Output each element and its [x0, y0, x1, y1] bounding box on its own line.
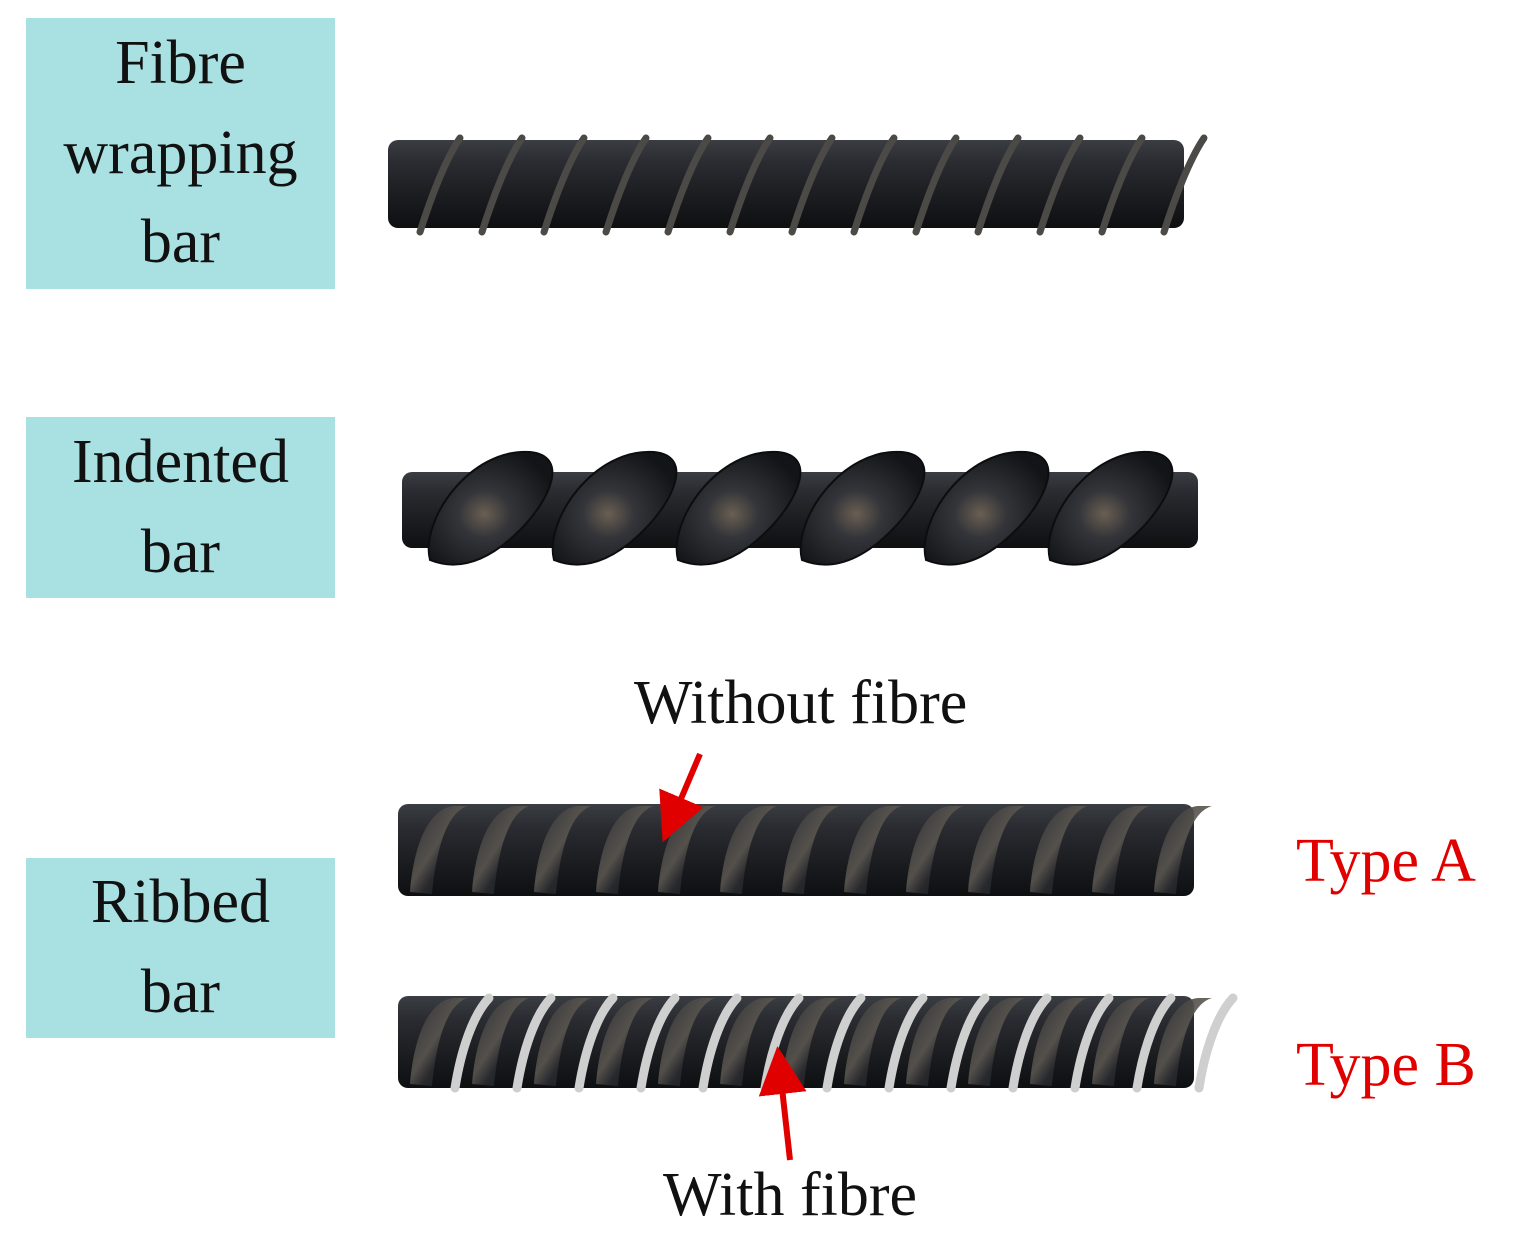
label-line: Indented	[72, 427, 289, 496]
helix-turn	[912, 134, 960, 236]
rib	[1154, 806, 1212, 894]
rib	[906, 998, 964, 1086]
label-line: bar	[140, 208, 221, 277]
indent-lobe	[427, 450, 554, 566]
helix-turn	[1036, 134, 1084, 236]
label-line: Ribbed	[90, 868, 271, 937]
ribbed-bar-label: Ribbed bar	[26, 858, 335, 1038]
rib	[844, 806, 902, 894]
helix-turn	[416, 134, 464, 236]
indented-lobes	[427, 450, 1174, 566]
fibre-wrapping-bar-label: Fibre wrapping bar	[26, 18, 335, 289]
fibre-turn	[450, 993, 494, 1093]
fibre-turn	[1008, 993, 1052, 1093]
fibre-wrapping-bar	[388, 134, 1208, 236]
rib	[410, 998, 468, 1086]
rib	[1092, 806, 1150, 894]
label-line: Fibre	[115, 28, 246, 97]
rib	[534, 806, 592, 894]
rib	[968, 806, 1026, 894]
indented-bar	[402, 450, 1198, 566]
rib	[472, 998, 530, 1086]
label-line: bar	[140, 517, 221, 586]
rib	[720, 998, 778, 1086]
rib	[720, 806, 778, 894]
ribbed-bar-type-a	[398, 804, 1212, 896]
type-b-label: Type B	[1296, 1031, 1476, 1099]
indent-lobe	[799, 450, 926, 566]
indent-lobe	[923, 450, 1050, 566]
ribbed-bar-ribs	[410, 998, 1212, 1086]
rib	[596, 998, 654, 1086]
rib	[906, 806, 964, 894]
indent-lobe	[675, 450, 802, 566]
fibre-turn	[946, 993, 990, 1093]
type-a-label: Type A	[1296, 827, 1476, 895]
helix-turn	[974, 134, 1022, 236]
rib	[1092, 998, 1150, 1086]
fibre-turn	[884, 993, 928, 1093]
fibre-turn	[574, 993, 618, 1093]
indent-lobe	[551, 450, 678, 566]
ribbed-bar-type-b	[398, 993, 1238, 1093]
rib	[410, 806, 468, 894]
helix-turn	[850, 134, 898, 236]
arrow-with-fibre	[758, 1046, 807, 1161]
rib	[1030, 998, 1088, 1086]
helix-turn	[602, 134, 650, 236]
fibre-turn	[1132, 993, 1176, 1093]
fibre-turn	[1194, 993, 1238, 1093]
rib	[658, 806, 716, 894]
rib	[596, 806, 654, 894]
helix-turn	[788, 134, 836, 236]
fibre-wrap-helix	[416, 134, 1208, 236]
fibre-turn	[822, 993, 866, 1093]
rib	[782, 806, 840, 894]
rib	[844, 998, 902, 1086]
ribbed-bar-ribs	[410, 806, 1212, 894]
indent-lobe	[1047, 450, 1174, 566]
helix-turn	[540, 134, 588, 236]
helix-turn	[664, 134, 712, 236]
rib	[658, 998, 716, 1086]
helix-turn	[1098, 134, 1146, 236]
fibre-turn	[698, 993, 742, 1093]
rib	[1154, 998, 1212, 1086]
helix-turn	[1160, 134, 1208, 236]
fibre-turn	[1070, 993, 1114, 1093]
rib	[968, 998, 1026, 1086]
rib	[472, 806, 530, 894]
label-line: wrapping	[63, 118, 298, 187]
without-fibre-annotation: Without fibre	[634, 669, 968, 737]
fibre-turn	[512, 993, 556, 1093]
helix-turn	[478, 134, 526, 236]
with-fibre-annotation: With fibre	[663, 1161, 918, 1229]
fibre-turn	[636, 993, 680, 1093]
rib	[534, 998, 592, 1086]
helix-turn	[726, 134, 774, 236]
indented-bar-label: Indented bar	[26, 417, 335, 598]
label-line: bar	[140, 958, 221, 1026]
rib	[1030, 806, 1088, 894]
arrow-without-fibre	[659, 752, 704, 843]
